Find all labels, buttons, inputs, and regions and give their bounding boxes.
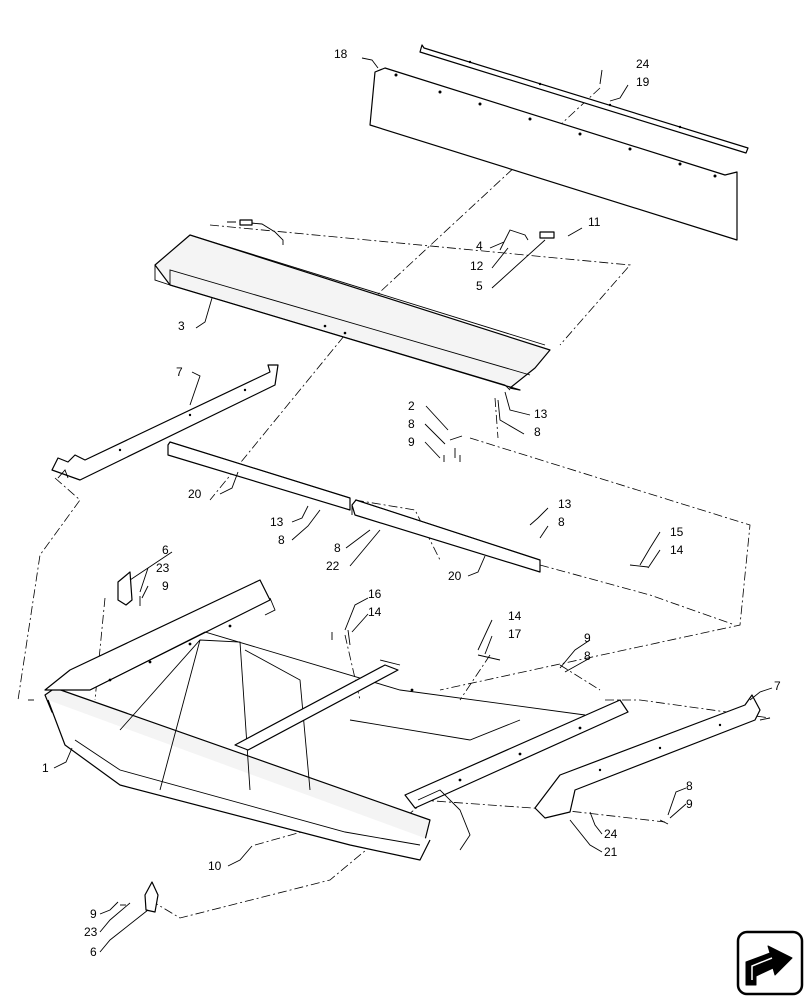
part-6-lower-bracket (144, 881, 159, 913)
callout-13-right: 13 (558, 497, 572, 511)
callout-5: 5 (476, 279, 483, 293)
part-6-upper-bracket (117, 571, 133, 606)
callout-6-upper: 6 (162, 543, 169, 557)
callout-8-latch: 8 (408, 417, 415, 431)
callout-8-frame: 8 (584, 649, 591, 663)
callout-8-center: 8 (334, 541, 341, 555)
callout-8-right: 8 (558, 515, 565, 529)
callout-7-left: 7 (176, 365, 183, 379)
callout-23-upper: 23 (156, 561, 170, 575)
callout-14-right: 14 (670, 543, 684, 557)
part-20-left-cross-bar (167, 441, 351, 511)
callout-20-right: 20 (448, 569, 462, 583)
callout-21: 21 (604, 845, 618, 859)
part-4-latch (227, 219, 555, 251)
callout-9-upper: 9 (162, 579, 169, 593)
callout-3: 3 (178, 319, 185, 333)
callout-11: 11 (588, 215, 601, 229)
callout-12: 12 (470, 259, 484, 273)
part-18-curtain-panel (369, 67, 738, 241)
next-page-arrow-icon[interactable] (736, 930, 804, 996)
part-3-upper-tray (154, 234, 551, 391)
callout-9-lower-left: 9 (90, 907, 97, 921)
callout-8-upper: 8 (534, 425, 541, 439)
callout-1: 1 (42, 761, 49, 775)
callout-22: 22 (326, 559, 340, 573)
fasteners (28, 435, 771, 906)
callout-15: 15 (670, 525, 684, 539)
callout-2: 2 (408, 399, 415, 413)
callout-18: 18 (334, 47, 348, 61)
callout-24-top: 24 (636, 57, 650, 71)
callout-13-upper: 13 (534, 407, 548, 421)
callout-17: 17 (508, 627, 522, 641)
part-20-right-cross-bar (351, 499, 541, 573)
part-7-right-side-rail (534, 694, 761, 819)
callout-8-mid: 8 (278, 533, 285, 547)
callout-20-left: 20 (188, 487, 202, 501)
part-1-main-frame (44, 579, 629, 861)
callout-14-frame: 14 (508, 609, 522, 623)
callout-4: 4 (476, 239, 483, 253)
leader-lines (53, 57, 773, 953)
callout-8-lower-right: 8 (686, 779, 693, 793)
callout-16: 16 (368, 587, 382, 601)
part-7-left-side-rail (51, 364, 279, 481)
assembly-lines (17, 87, 771, 919)
callout-labels: 18 24 19 11 4 12 5 3 7 13 8 2 8 9 20 13 … (42, 47, 781, 959)
callout-7-right: 7 (774, 679, 781, 693)
part-19-retaining-strip (419, 44, 749, 154)
callout-23-lower: 23 (84, 925, 98, 939)
callout-10: 10 (208, 859, 222, 873)
callout-9-lower-right: 9 (686, 797, 693, 811)
callout-19: 19 (636, 75, 650, 89)
callout-14-center: 14 (368, 605, 382, 619)
callout-24-lower: 24 (604, 827, 618, 841)
callout-13-mid: 13 (270, 515, 284, 529)
callout-6-lower: 6 (90, 945, 97, 959)
callout-9-latch: 9 (408, 435, 415, 449)
callout-9-frame: 9 (584, 631, 591, 645)
